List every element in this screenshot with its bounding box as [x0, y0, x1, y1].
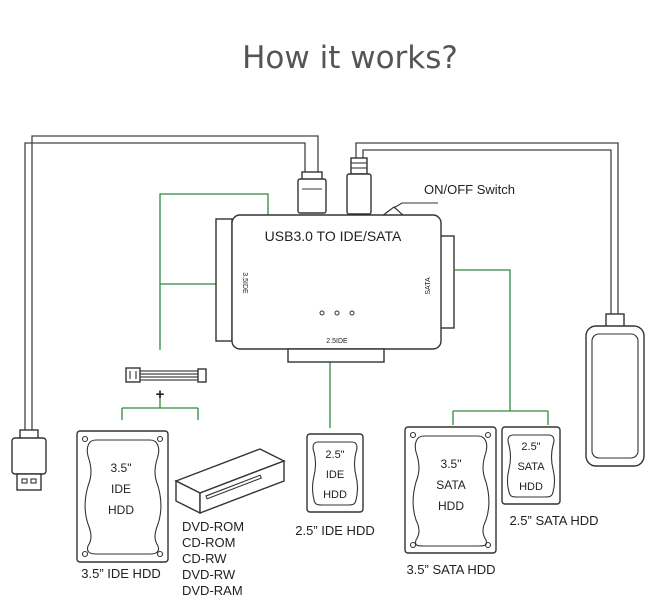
optical-drive-type-5: DVD-RAM: [182, 583, 243, 598]
optical-drive-type-3: CD-RW: [182, 551, 227, 566]
usb-plug: [297, 171, 327, 214]
hdd-3-5-sata-caption: 3.5” SATA HDD: [406, 562, 495, 577]
left-port-label: 3.5IDE: [241, 272, 248, 294]
switch-label: ON/OFF Switch: [424, 182, 515, 197]
adapter-label: USB3.0 TO IDE/SATA: [265, 228, 402, 244]
hdd-2-5-sata-kind: HDD: [519, 481, 543, 493]
connector-lines: [121, 193, 549, 428]
usb-to-ide-sata-adapter: [215, 214, 455, 363]
hdd-2-5-sata-type: SATA: [517, 461, 545, 473]
plus-sign: +: [156, 386, 165, 403]
hdd-3-5-ide-caption: 3.5” IDE HDD: [81, 566, 160, 581]
hdd-3-5-ide-type: IDE: [111, 482, 131, 496]
optical-drive-type-2: CD-ROM: [182, 535, 235, 550]
hdd-2-5-ide-type: IDE: [326, 469, 344, 481]
power-plug: [346, 157, 372, 215]
hdd-3-5-sata: [404, 426, 497, 554]
hdd-3-5-ide-size: 3.5": [111, 461, 132, 475]
hdd-3-5-sata-kind: HDD: [438, 499, 464, 513]
hdd-3-5-ide-kind: HDD: [108, 503, 134, 517]
power-splitter-connector: [125, 367, 207, 383]
hdd-3-5-sata-type: SATA: [436, 478, 466, 492]
right-port-label: SATA: [425, 277, 432, 295]
hdd-3-5-ide: [76, 430, 169, 563]
hdd-3-5-sata-size: 3.5": [441, 457, 462, 471]
led-indicator: [319, 310, 325, 316]
optical-drive-type-1: DVD-ROM: [182, 519, 244, 534]
hdd-2-5-sata: [501, 426, 561, 505]
hdd-2-5-ide: [306, 433, 364, 513]
led-indicator: [334, 310, 340, 316]
optical-drive-type-4: DVD-RW: [182, 567, 236, 582]
hdd-2-5-sata-caption: 2.5” SATA HDD: [509, 513, 598, 528]
power-cable: [355, 142, 645, 467]
led-indicator: [349, 310, 355, 316]
hdd-2-5-ide-caption: 2.5” IDE HDD: [295, 523, 374, 538]
hdd-2-5-sata-size: 2.5": [521, 441, 540, 453]
usb-cable: [11, 135, 319, 491]
hdd-2-5-ide-kind: HDD: [323, 489, 347, 501]
optical-drive: [174, 448, 286, 515]
hdd-2-5-ide-size: 2.5": [325, 449, 344, 461]
page-title: How it works?: [242, 40, 458, 76]
bottom-port-label: 2.5IDE: [326, 338, 348, 345]
